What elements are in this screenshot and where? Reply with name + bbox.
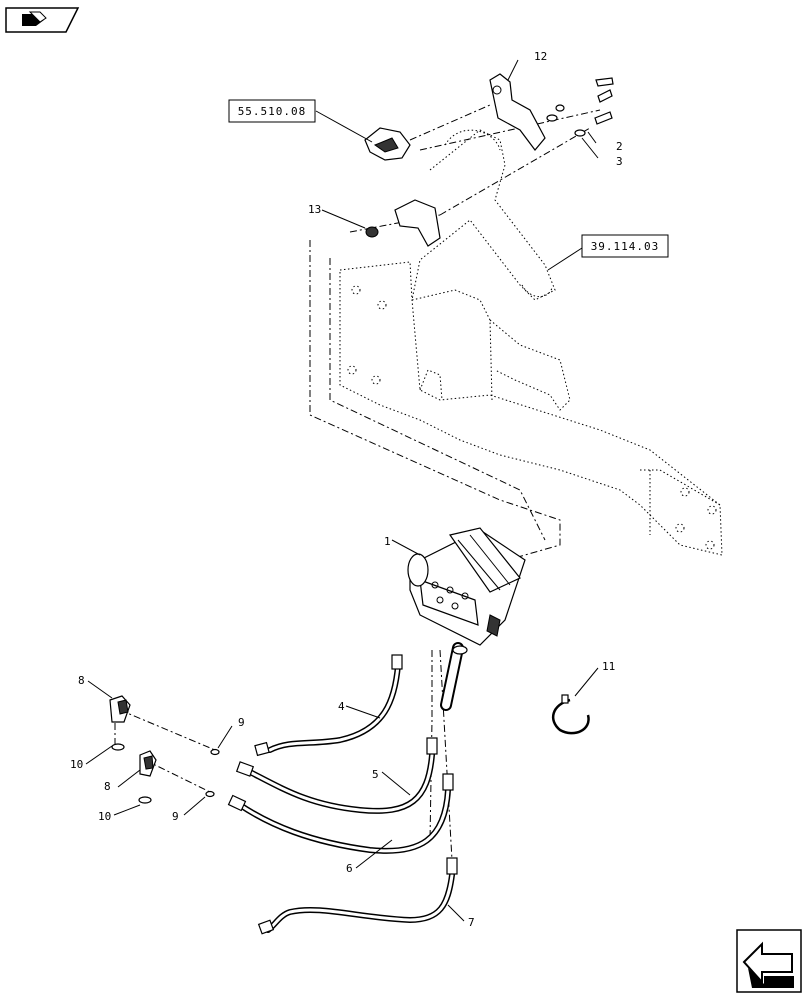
book-pointer-icon[interactable] [5, 7, 80, 33]
pipe-outlet [440, 642, 468, 711]
reference-box-39-114-03[interactable]: 39.114.03 [581, 234, 669, 258]
hose-part-6 [227, 773, 454, 854]
callout-1: 1 [384, 535, 391, 548]
callout-labels: 1 2 3 4 5 6 7 8 8 9 9 10 10 11 12 13 [70, 50, 623, 929]
latch-part [365, 199, 441, 247]
bolt-parts-2-3 [546, 77, 614, 137]
callout-6: 6 [346, 862, 353, 875]
leader-lines [85, 59, 599, 922]
clamp-part-11 [551, 694, 590, 735]
callout-13: 13 [308, 203, 321, 216]
callout-10b: 10 [98, 810, 111, 823]
hose-part-5 [235, 737, 438, 814]
hose-part-4 [254, 654, 403, 757]
callout-3: 3 [616, 155, 623, 168]
callout-8a: 8 [78, 674, 85, 687]
loader-frame [339, 129, 723, 556]
callout-11: 11 [602, 660, 615, 673]
callout-5: 5 [372, 768, 379, 781]
o-ring-parts-9-10 [111, 743, 220, 804]
callout-4: 4 [338, 700, 345, 713]
assembly-lines [114, 104, 601, 870]
callout-9a: 9 [238, 716, 245, 729]
callout-2: 2 [616, 140, 623, 153]
reference-label-right: 39.114.03 [591, 240, 660, 253]
callout-7: 7 [468, 916, 475, 929]
valve-block-part-1 [407, 527, 526, 646]
callout-9b: 9 [172, 810, 179, 823]
connector-part-55-510-08 [364, 127, 411, 161]
callout-12: 12 [534, 50, 547, 63]
next-page-arrow-icon[interactable] [736, 929, 802, 993]
reference-label-left: 55.510.08 [238, 105, 307, 118]
bracket-part-12 [489, 73, 546, 151]
hose-part-7 [257, 857, 458, 935]
reference-box-55-510-08[interactable]: 55.510.08 [228, 99, 316, 123]
callout-8b: 8 [104, 780, 111, 793]
elbow-fitting-part-8 [109, 695, 157, 777]
callout-10a: 10 [70, 758, 83, 771]
